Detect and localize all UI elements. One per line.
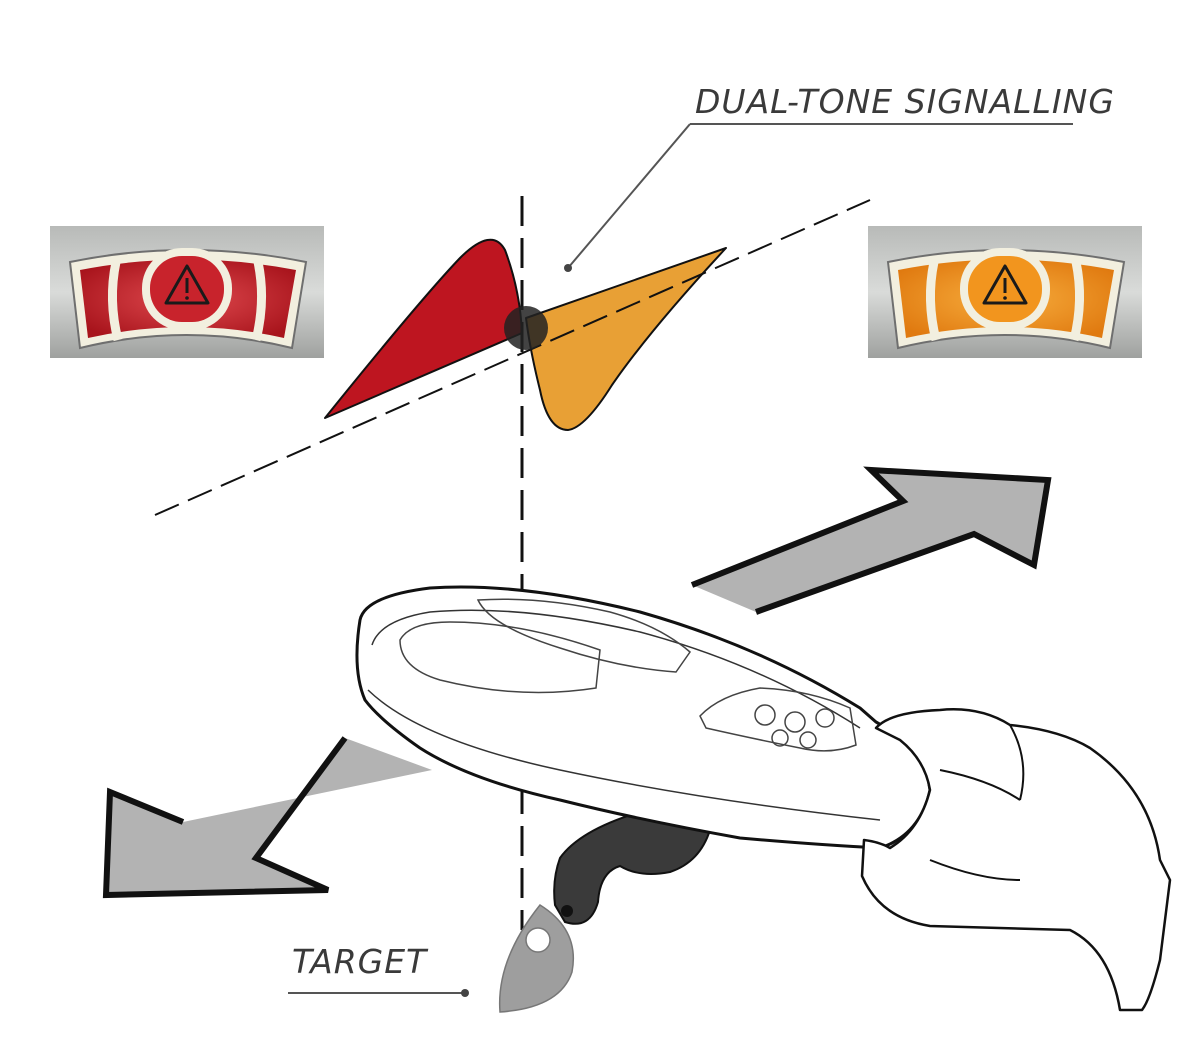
knife-blade bbox=[498, 904, 575, 1013]
dual-tone-callout: DUAL-TONE SIGNALLING bbox=[564, 82, 1115, 272]
warning-triangle-icon bbox=[164, 264, 210, 305]
target-knife bbox=[498, 807, 712, 1013]
metal-detector bbox=[355, 585, 932, 850]
sweep-arrow-right bbox=[690, 466, 1052, 615]
sweep-arrow-left bbox=[102, 736, 432, 899]
signal-null-point bbox=[504, 306, 548, 350]
dual-tone-label: DUAL-TONE SIGNALLING bbox=[695, 82, 1115, 121]
operator-hand bbox=[860, 708, 1172, 1012]
warning-triangle-icon bbox=[982, 264, 1028, 305]
dual-tone-signal-curve bbox=[154, 196, 871, 930]
target-callout: TARGET bbox=[288, 942, 469, 997]
red-signal-lobe bbox=[324, 238, 523, 419]
orange-signal-lobe bbox=[525, 247, 727, 431]
target-label: TARGET bbox=[292, 942, 429, 981]
orange-indicator-panel bbox=[868, 226, 1142, 358]
red-indicator-panel bbox=[50, 226, 324, 358]
knife-handle bbox=[553, 807, 712, 925]
